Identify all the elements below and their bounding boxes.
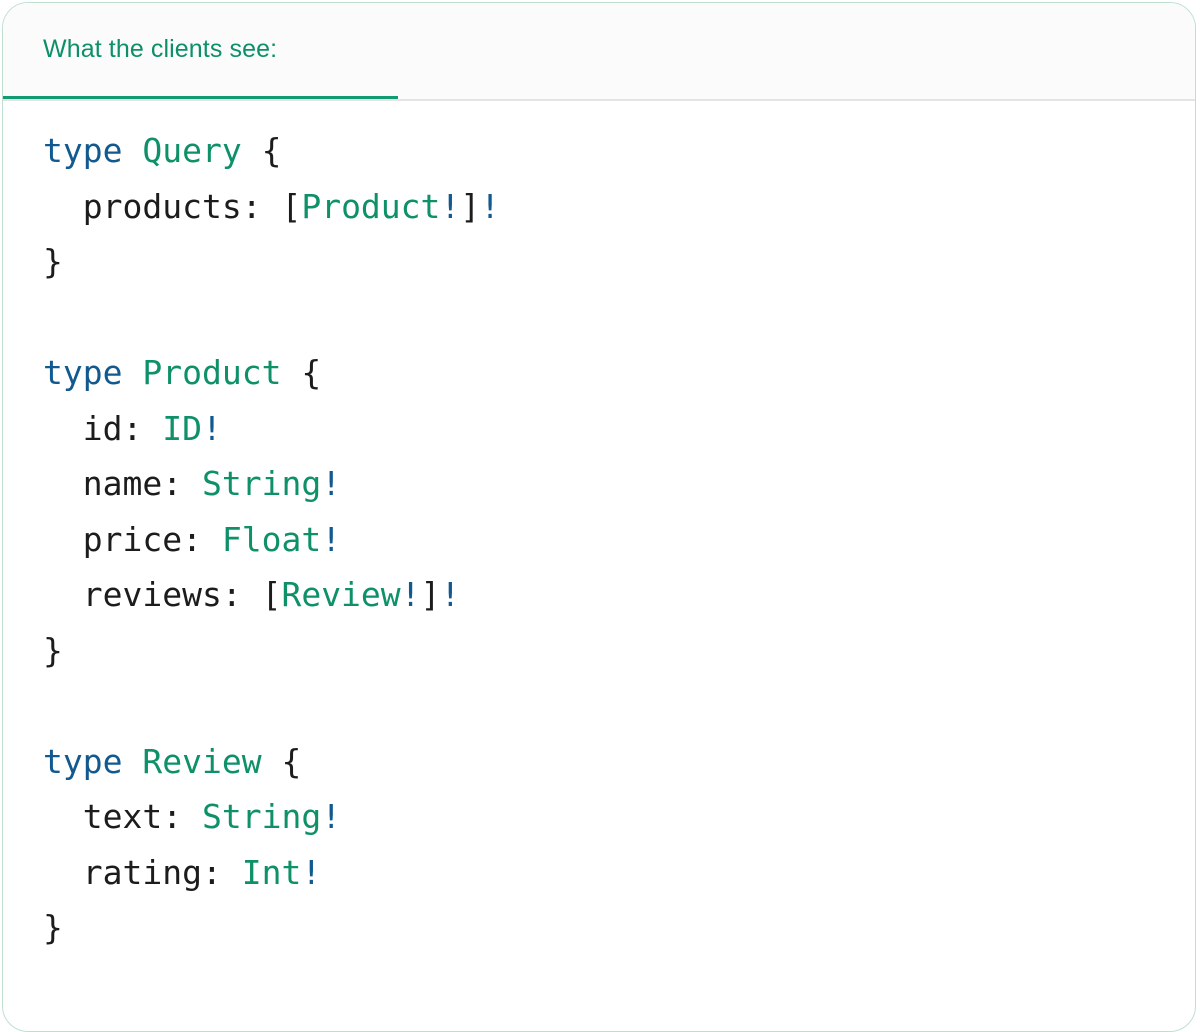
- code-token-punct: [: [281, 186, 302, 226]
- code-token-field: id: [82, 408, 123, 448]
- code-line: reviews: [Review!]!: [43, 567, 1195, 623]
- code-token-bang: !: [480, 186, 501, 226]
- code-panel: type Query { products: [Product!]!} type…: [3, 101, 1195, 956]
- code-token-punct: [122, 353, 142, 392]
- code-token-punct: :: [162, 797, 202, 836]
- code-token-punct: [43, 797, 83, 836]
- code-line: }: [43, 900, 1195, 956]
- code-token-punct: :: [122, 408, 163, 448]
- code-token-typename: Review: [281, 575, 401, 614]
- code-token-keyword: type: [43, 353, 123, 392]
- code-token-field: price: [82, 519, 183, 559]
- code-token-punct: :: [221, 575, 262, 614]
- code-line: type Query {: [43, 123, 1195, 179]
- code-token-punct: }: [43, 242, 63, 281]
- code-token-bang: !: [440, 186, 461, 226]
- code-token-punct: [242, 131, 262, 170]
- code-token-typename: Review: [142, 741, 262, 781]
- code-token-bang: !: [321, 464, 342, 503]
- code-token-punct: [43, 409, 83, 448]
- code-token-bang: !: [400, 575, 421, 614]
- code-token-field: products: [82, 186, 242, 226]
- code-line: name: String!: [43, 456, 1195, 512]
- code-token-punct: ]: [460, 186, 481, 226]
- code-token-typename: String: [201, 464, 322, 503]
- code-token-bang: !: [301, 852, 322, 892]
- code-token-field: text: [82, 797, 163, 836]
- code-token-typename: Int: [241, 852, 302, 892]
- tab-bar: What the clients see:: [3, 3, 1195, 101]
- code-token-punct: }: [43, 630, 63, 670]
- code-token-bang: !: [321, 797, 342, 836]
- code-token-punct: [43, 575, 83, 614]
- code-token-punct: [43, 520, 83, 559]
- code-line: rating: Int!: [43, 845, 1195, 901]
- code-token-punct: [43, 187, 83, 226]
- code-token-typename: Product: [142, 353, 282, 392]
- code-token-punct: [: [261, 575, 282, 614]
- code-token-punct: ]: [420, 575, 441, 614]
- code-token-keyword: type: [43, 741, 123, 781]
- code-token-punct: [122, 131, 142, 170]
- code-token-punct: [43, 853, 83, 892]
- code-line: type Product {: [43, 345, 1195, 401]
- code-token-bang: !: [321, 519, 342, 559]
- code-token-typename: Query: [142, 131, 242, 170]
- code-token-punct: :: [241, 186, 282, 226]
- code-token-punct: :: [162, 464, 202, 503]
- code-line: price: Float!: [43, 512, 1195, 568]
- code-line: type Review {: [43, 734, 1195, 790]
- code-token-punct: [262, 742, 282, 781]
- code-token-punct: :: [182, 519, 222, 559]
- code-token-typename: Product: [301, 186, 441, 226]
- code-line: [43, 290, 1195, 346]
- tab-what-the-clients-see[interactable]: What the clients see:: [3, 3, 398, 99]
- code-token-punct: {: [281, 741, 302, 781]
- code-token-typename: Float: [221, 519, 322, 559]
- code-token-field: rating: [82, 852, 202, 892]
- code-line: [43, 678, 1195, 734]
- code-line: }: [43, 234, 1195, 290]
- code-token-punct: {: [261, 131, 282, 170]
- code-token-punct: [122, 742, 142, 781]
- code-token-punct: [43, 464, 83, 503]
- code-line: id: ID!: [43, 401, 1195, 457]
- code-token-bang: !: [440, 575, 461, 614]
- code-token-bang: !: [202, 408, 222, 448]
- code-token-typename: ID: [162, 408, 202, 448]
- code-token-keyword: type: [43, 131, 123, 170]
- code-token-punct: {: [301, 353, 322, 392]
- code-line: products: [Product!]!: [43, 179, 1195, 235]
- code-token-punct: [281, 353, 301, 392]
- code-token-typename: String: [201, 797, 322, 836]
- code-line: }: [43, 623, 1195, 679]
- code-token-punct: }: [43, 908, 63, 947]
- code-line: text: String!: [43, 789, 1195, 845]
- tab-label: What the clients see:: [43, 35, 278, 63]
- code-token-field: name: [82, 464, 163, 503]
- code-token-field: reviews: [82, 575, 222, 614]
- code-token-punct: :: [201, 852, 242, 892]
- graphql-schema-code: type Query { products: [Product!]!} type…: [43, 123, 1195, 956]
